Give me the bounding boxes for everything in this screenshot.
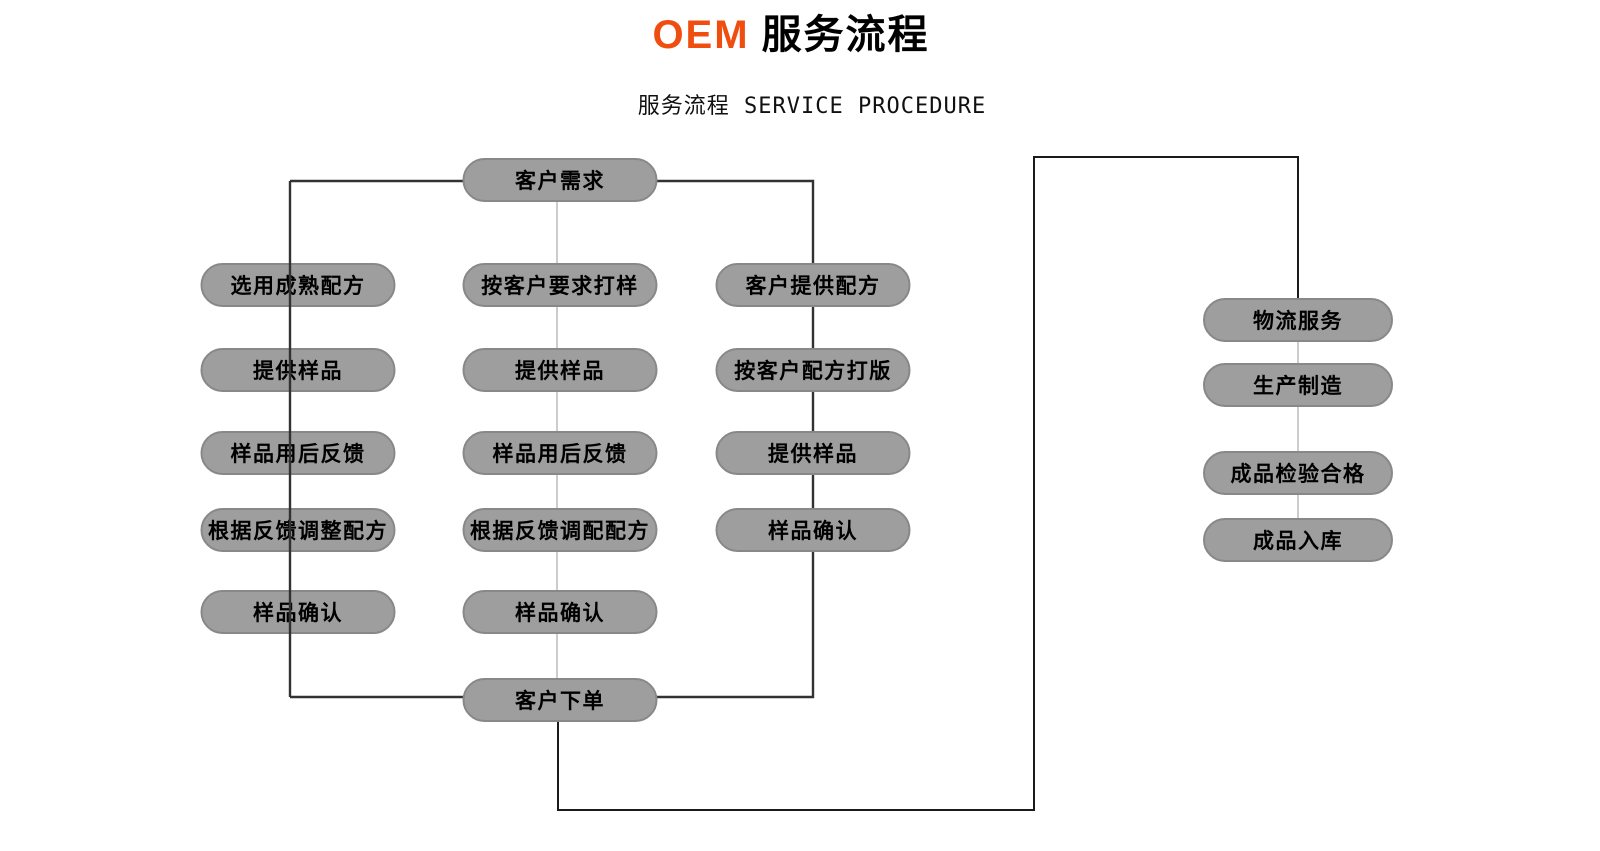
node-adjust-formula-by-feedback: 根据反馈调整配方 (200, 508, 396, 552)
node-sample-confirm-col1: 样品确认 (200, 590, 396, 634)
node-sample-confirm-col3: 样品确认 (715, 508, 911, 552)
node-customer-order: 客户下单 (462, 678, 658, 722)
node-provide-sample-col2: 提供样品 (462, 348, 658, 392)
node-proof-per-client-formula: 按客户配方打版 (715, 348, 911, 392)
node-sample-confirm-col2: 样品确认 (462, 590, 658, 634)
node-finished-goods-warehousing: 成品入库 (1203, 518, 1393, 562)
node-production-manufacturing: 生产制造 (1203, 363, 1393, 407)
node-select-mature-formula: 选用成熟配方 (200, 263, 396, 307)
order-to-production-line (557, 156, 1299, 811)
title-main-text: 服务流程 (761, 13, 930, 57)
node-blend-formula-by-feedback: 根据反馈调配配方 (462, 508, 658, 552)
node-customer-demand: 客户需求 (462, 158, 658, 202)
node-provide-sample-col3: 提供样品 (715, 431, 911, 475)
node-provide-sample-col1: 提供样品 (200, 348, 396, 392)
node-logistics-service: 物流服务 (1203, 298, 1393, 342)
node-sample-per-client-request: 按客户要求打样 (462, 263, 658, 307)
node-finished-goods-inspection-pass: 成品检验合格 (1203, 451, 1393, 495)
title-accent: OEM (652, 13, 750, 57)
node-sample-feedback-col1: 样品用后反馈 (200, 431, 396, 475)
node-sample-feedback-col2: 样品用后反馈 (462, 431, 658, 475)
page-subtitle: 服务流程 SERVICE PROCEDURE (637, 94, 987, 119)
node-client-provides-formula: 客户提供配方 (715, 263, 911, 307)
